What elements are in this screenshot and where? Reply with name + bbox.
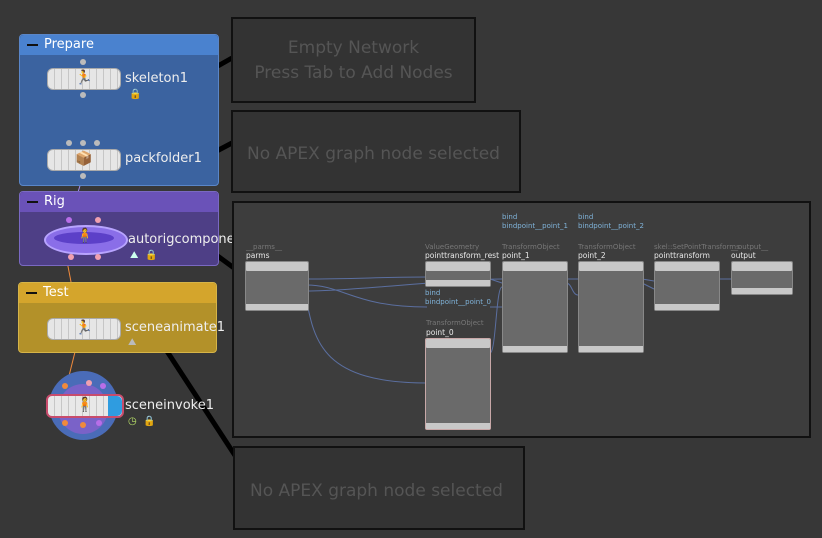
output-connector[interactable] <box>80 173 86 179</box>
lock-icon[interactable]: 🔒 <box>143 416 156 427</box>
node-skeleton[interactable]: 🏃 <box>47 68 121 90</box>
graph-node-tag: bindpoint__point_0 <box>425 298 491 306</box>
graph-node-output[interactable] <box>731 261 793 295</box>
note-text: No APEX graph node selected <box>250 481 503 501</box>
graph-node-parms[interactable] <box>245 261 309 311</box>
node-label: packfolder1 <box>125 151 202 166</box>
graph-node-point-2[interactable] <box>578 261 644 353</box>
network-box-title: Rig <box>44 194 65 209</box>
graph-node-tag: bindpoint__point_2 <box>578 222 644 230</box>
graph-node-point-1[interactable] <box>502 261 568 353</box>
skeleton-icon: 🏃 <box>75 70 93 86</box>
graph-node-type: __parms__ <box>246 243 282 251</box>
sticky-note-no-selection[interactable]: No APEX graph node selected <box>233 446 525 530</box>
graph-node-type: skel::SetPointTransforms <box>654 243 740 251</box>
graph-node-name: output <box>731 251 756 260</box>
clock-icon[interactable]: ◷ <box>128 416 137 427</box>
graph-node-type: TransformObject <box>426 319 484 327</box>
output-connector[interactable] <box>80 92 86 98</box>
node-sceneinvoke[interactable]: 🧍 <box>46 394 124 418</box>
output-connector[interactable] <box>68 254 74 260</box>
bypass-icon[interactable]: ⛰ <box>130 250 139 261</box>
network-box-header[interactable]: Test <box>19 283 216 303</box>
node-label: sceneanimate1 <box>125 320 225 335</box>
graph-node-type: __output__ <box>731 243 769 251</box>
note-line: Empty Network <box>287 38 420 58</box>
graph-node-name: parms <box>246 251 270 260</box>
node-sceneanimate[interactable]: 🏃 <box>47 318 121 340</box>
collapse-icon[interactable] <box>26 292 37 294</box>
graph-node-type: ValueGeometry <box>425 243 480 251</box>
graph-node-point-0[interactable] <box>425 338 491 430</box>
input-connector[interactable] <box>86 380 92 386</box>
note-text: No APEX graph node selected <box>247 144 500 164</box>
collapse-icon[interactable] <box>27 201 38 203</box>
input-connector[interactable] <box>100 383 106 389</box>
graph-node-tag: bind <box>425 289 441 297</box>
graph-node-name: point_2 <box>578 251 606 260</box>
node-packfolder[interactable]: 📦 <box>47 149 121 171</box>
graph-node-pointtransform-rest[interactable] <box>425 261 491 287</box>
graph-node-tag: bind <box>502 213 518 221</box>
graph-node-name: point_0 <box>426 328 454 337</box>
input-connector[interactable] <box>66 217 72 223</box>
bypass-icon[interactable]: ⛰ <box>128 337 137 348</box>
network-box-title: Test <box>43 285 69 300</box>
graph-node-name: pointtransform_rest <box>425 251 500 260</box>
network-box-header[interactable]: Rig <box>20 192 218 212</box>
node-label: skeleton1 <box>125 71 189 86</box>
node-label: autorigcompone <box>128 232 235 247</box>
output-connector[interactable] <box>62 420 68 426</box>
network-box-header[interactable]: Prepare <box>20 35 218 55</box>
input-connector[interactable] <box>62 383 68 389</box>
graph-node-name: pointtransform <box>654 251 710 260</box>
display-flag[interactable] <box>108 396 122 416</box>
graph-node-name: point_1 <box>502 251 530 260</box>
input-connector[interactable] <box>66 140 72 146</box>
output-connector[interactable] <box>96 420 102 426</box>
packfolder-icon: 📦 <box>75 151 93 167</box>
sticky-note-no-selection[interactable]: No APEX graph node selected <box>231 110 521 193</box>
input-connector[interactable] <box>80 140 86 146</box>
input-connector[interactable] <box>80 59 86 65</box>
graph-node-pointtransform[interactable] <box>654 261 720 311</box>
animate-icon: 🏃 <box>75 320 93 336</box>
rig-icon: 🧍 <box>76 228 94 244</box>
graph-node-type: TransformObject <box>578 243 636 251</box>
network-box-test[interactable]: Test <box>18 282 217 353</box>
output-connector[interactable] <box>80 422 86 428</box>
graph-node-type: TransformObject <box>502 243 560 251</box>
lock-icon[interactable]: 🔒 <box>129 89 142 100</box>
note-line: Press Tab to Add Nodes <box>254 63 453 83</box>
input-connector[interactable] <box>94 140 100 146</box>
lock-icon[interactable]: 🔒 <box>145 250 158 261</box>
graph-node-tag: bind <box>578 213 594 221</box>
collapse-icon[interactable] <box>27 44 38 46</box>
input-connector[interactable] <box>95 217 101 223</box>
node-autorig[interactable]: 🧍 <box>44 225 128 255</box>
apex-graph-panel[interactable]: __parms__ parms ValueGeometry pointtrans… <box>232 201 811 438</box>
network-box-rig[interactable]: Rig <box>19 191 219 266</box>
network-box-title: Prepare <box>44 37 94 52</box>
graph-node-tag: bindpoint__point_1 <box>502 222 568 230</box>
invoke-icon: 🧍 <box>76 397 94 413</box>
node-label: sceneinvoke1 <box>125 398 214 413</box>
output-connector[interactable] <box>95 254 101 260</box>
sticky-note-empty-network[interactable]: Empty Network Press Tab to Add Nodes <box>231 17 476 103</box>
